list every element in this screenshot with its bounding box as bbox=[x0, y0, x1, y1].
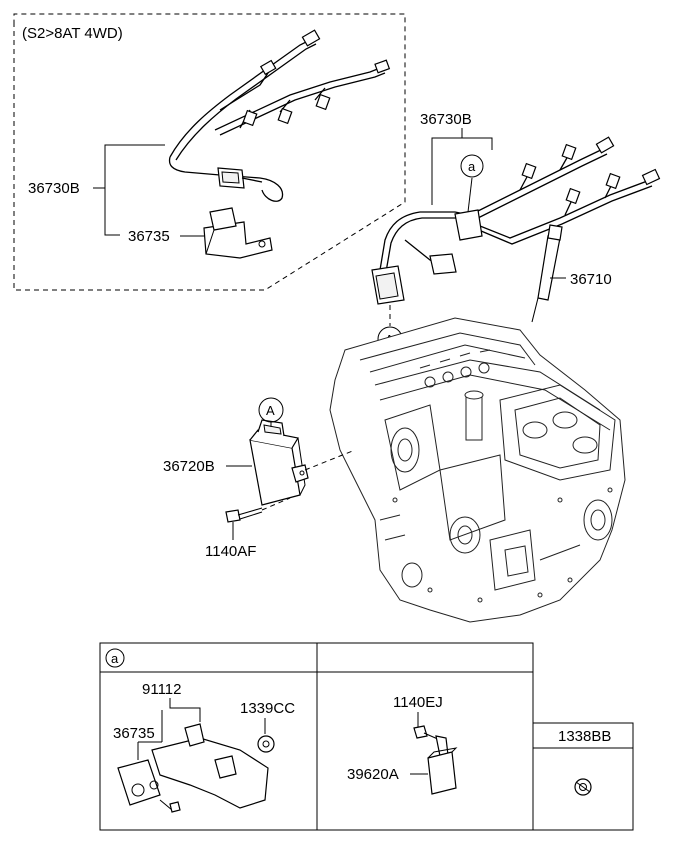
label-36730B-main: 36730B bbox=[420, 111, 472, 128]
parts-table: a 91112 36735 1339CC 1140EJ 39620A bbox=[99, 642, 634, 831]
label-36730B-variant: 36730B bbox=[28, 180, 80, 197]
svg-text:a: a bbox=[468, 159, 476, 174]
variant-bracket-drawing bbox=[203, 207, 273, 259]
bracket-table-drawing bbox=[117, 723, 275, 813]
label-36735-table: 36735 bbox=[113, 725, 155, 742]
label-1140EJ: 1140EJ bbox=[393, 694, 443, 711]
label-36710: 36710 bbox=[570, 271, 612, 288]
label-36720B: 36720B bbox=[163, 458, 215, 475]
bolt-drawing bbox=[225, 507, 263, 523]
label-1140AF: 1140AF bbox=[205, 543, 256, 560]
variant-note: (S2>8AT 4WD) bbox=[22, 25, 123, 42]
callout-a-top: a bbox=[460, 154, 484, 178]
nut-table-drawing bbox=[574, 778, 592, 796]
variant-harness-drawing bbox=[168, 29, 391, 202]
callout-a-table: a bbox=[105, 648, 125, 668]
label-1338BB: 1338BB bbox=[558, 728, 611, 745]
label-91112: 91112 bbox=[142, 681, 182, 698]
controller-drawing bbox=[249, 419, 309, 506]
variant-box: (S2>8AT 4WD) bbox=[13, 13, 406, 291]
callout-A-bottom: A bbox=[258, 397, 284, 423]
label-36735-variant: 36735 bbox=[128, 228, 170, 245]
engine-block-drawing bbox=[329, 317, 626, 623]
label-1339CC: 1339CC bbox=[240, 700, 295, 717]
svg-text:a: a bbox=[111, 651, 119, 666]
sensor-table-drawing bbox=[413, 725, 458, 795]
main-harness-drawing bbox=[371, 136, 661, 323]
svg-text:A: A bbox=[266, 403, 275, 418]
label-39620A: 39620A bbox=[347, 766, 399, 783]
